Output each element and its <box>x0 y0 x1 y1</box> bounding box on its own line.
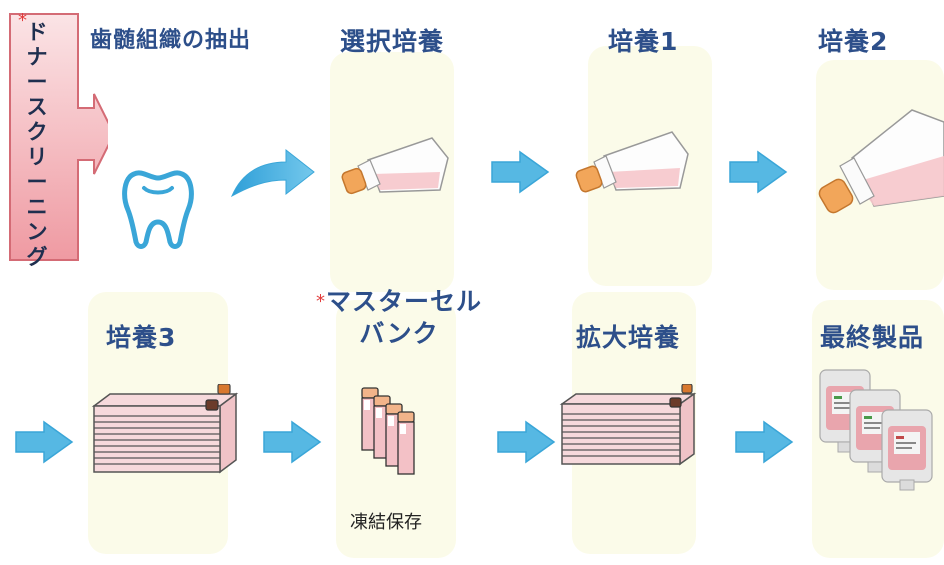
flask-icon <box>575 131 689 193</box>
title-extraction: 歯髄組織の抽出 <box>90 28 252 53</box>
title-selective: 選択培養 <box>340 27 445 56</box>
title-culture2: 培養2 <box>818 27 889 56</box>
cell-bag-icon <box>819 369 933 491</box>
right-arrow-icon <box>735 420 794 464</box>
tooth-icon <box>122 170 194 249</box>
right-arrow-icon <box>491 150 550 194</box>
right-arrow-icon <box>729 150 788 194</box>
multilayer-flask-icon <box>559 384 697 466</box>
right-arrow-icon <box>497 420 556 464</box>
donor-screening-label: ドナースクリーニング <box>26 20 48 269</box>
right-arrow-icon <box>15 420 74 464</box>
multilayer-flask-icon <box>91 384 239 474</box>
title-culture1: 培養1 <box>608 27 679 56</box>
right-arrow-icon <box>263 420 322 464</box>
donor-screening-box <box>9 13 108 261</box>
title-master-cell-bank: *マスターセル バンク <box>316 286 482 350</box>
mcb-line1: マスターセル <box>326 287 483 316</box>
curved-arrow-icon <box>230 148 315 198</box>
title-culture3: 培養3 <box>106 323 177 352</box>
title-expansion: 拡大培養 <box>576 323 681 352</box>
flask-icon <box>818 109 944 214</box>
mcb-asterisk: * <box>316 291 326 312</box>
cryovial-icon <box>361 387 415 475</box>
title-final: 最終製品 <box>820 323 925 352</box>
caption-frozen-storage: 凍結保存 <box>350 512 422 533</box>
mcb-line2: バンク <box>359 319 439 348</box>
donor-asterisk: * <box>18 10 27 31</box>
flask-icon <box>341 137 449 195</box>
